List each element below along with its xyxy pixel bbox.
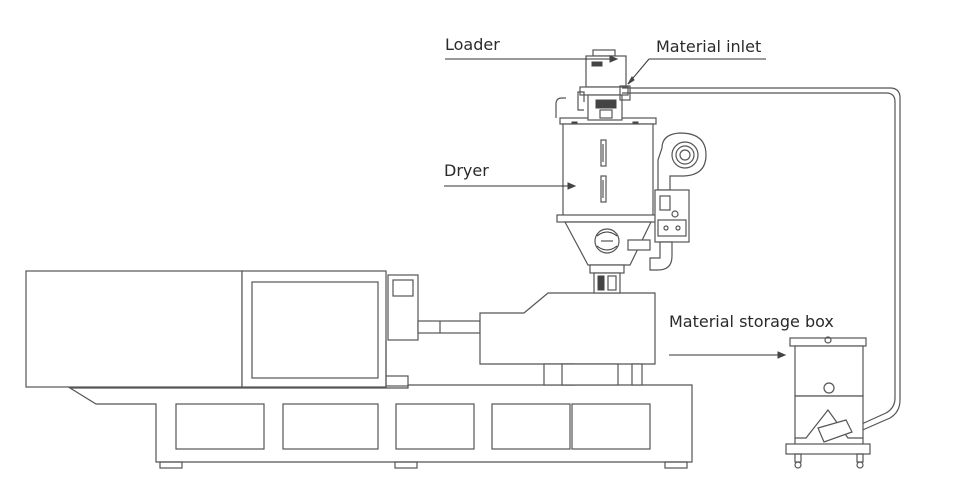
dryer-unit: [556, 117, 707, 294]
material-storage-box-label: Material storage box: [669, 312, 834, 331]
conveying-pipe-inner: [622, 92, 896, 428]
material-storage-box: [785, 336, 871, 469]
blower-fan-icon: [657, 132, 707, 191]
conveying-pipe: [622, 87, 901, 433]
material-inlet-label: Material inlet: [656, 37, 762, 56]
loader-label: Loader: [445, 35, 500, 54]
leader-lines: [444, 55, 787, 359]
injection-molding-machine: [25, 270, 693, 469]
loader-unit: [555, 49, 631, 121]
logo-icon: [594, 228, 620, 254]
dryer-label: Dryer: [444, 161, 489, 180]
